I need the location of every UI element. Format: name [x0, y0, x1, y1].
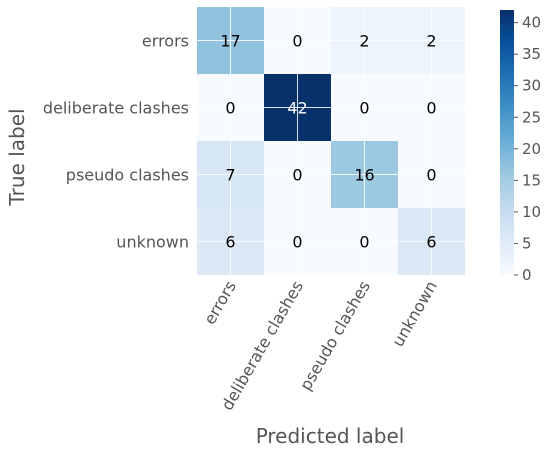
cell-value-label: 0 — [292, 166, 302, 185]
cell-value-label: 6 — [426, 233, 436, 252]
y-tick-label: unknown — [116, 233, 189, 252]
x-axis-title: Predicted label — [256, 424, 405, 448]
x-tick-label: unknown — [388, 278, 441, 350]
colorbar-tick-label: 0 — [522, 266, 532, 284]
cell-value-label: 7 — [225, 166, 235, 185]
colorbar-tick-label: 25 — [522, 108, 541, 126]
heatmap-gridlines — [197, 7, 465, 275]
cell-value-label: 0 — [426, 99, 436, 118]
y-tick-label: deliberate clashes — [43, 99, 189, 118]
y-tick-label: pseudo clashes — [66, 166, 189, 185]
cell-value-label: 16 — [354, 166, 374, 185]
y-tick-label: errors — [142, 32, 189, 51]
cell-value-label: 0 — [359, 99, 369, 118]
colorbar-tick-label: 35 — [522, 45, 541, 63]
cell-value-label: 0 — [359, 233, 369, 252]
cell-value-label: 0 — [426, 166, 436, 185]
colorbar-tick-label: 10 — [522, 203, 541, 221]
y-tick-labels: errors deliberate clashes pseudo clashes un… — [43, 32, 189, 252]
colorbar-tick-label: 40 — [522, 14, 541, 32]
colorbar-tick-label: 5 — [522, 234, 532, 252]
cell-value-label: 0 — [225, 99, 235, 118]
colorbar-tick-label: 20 — [522, 140, 541, 158]
cell-value-label: 0 — [292, 233, 302, 252]
colorbar-tick-label: 15 — [522, 171, 541, 189]
x-tick-label: errors — [200, 278, 240, 328]
colorbar-gradient — [500, 10, 514, 275]
cell-value-label: 0 — [292, 32, 302, 51]
cell-value-labels: 17 0 2 2 0 42 0 0 7 0 16 0 6 0 0 6 — [220, 32, 436, 252]
y-axis-title: True label — [5, 108, 29, 206]
colorbar-ticks: 0 5 10 15 20 25 30 35 40 — [514, 14, 541, 284]
cell-value-label: 6 — [225, 233, 235, 252]
colorbar: 0 5 10 15 20 25 30 35 40 — [500, 10, 541, 284]
cell-value-label: 17 — [220, 32, 240, 51]
cell-value-label: 2 — [426, 32, 436, 51]
cell-value-label: 42 — [287, 99, 307, 118]
x-tick-label: pseudo clashes — [296, 278, 374, 394]
cell-value-label: 2 — [359, 32, 369, 51]
colorbar-tick-label: 30 — [522, 77, 541, 95]
